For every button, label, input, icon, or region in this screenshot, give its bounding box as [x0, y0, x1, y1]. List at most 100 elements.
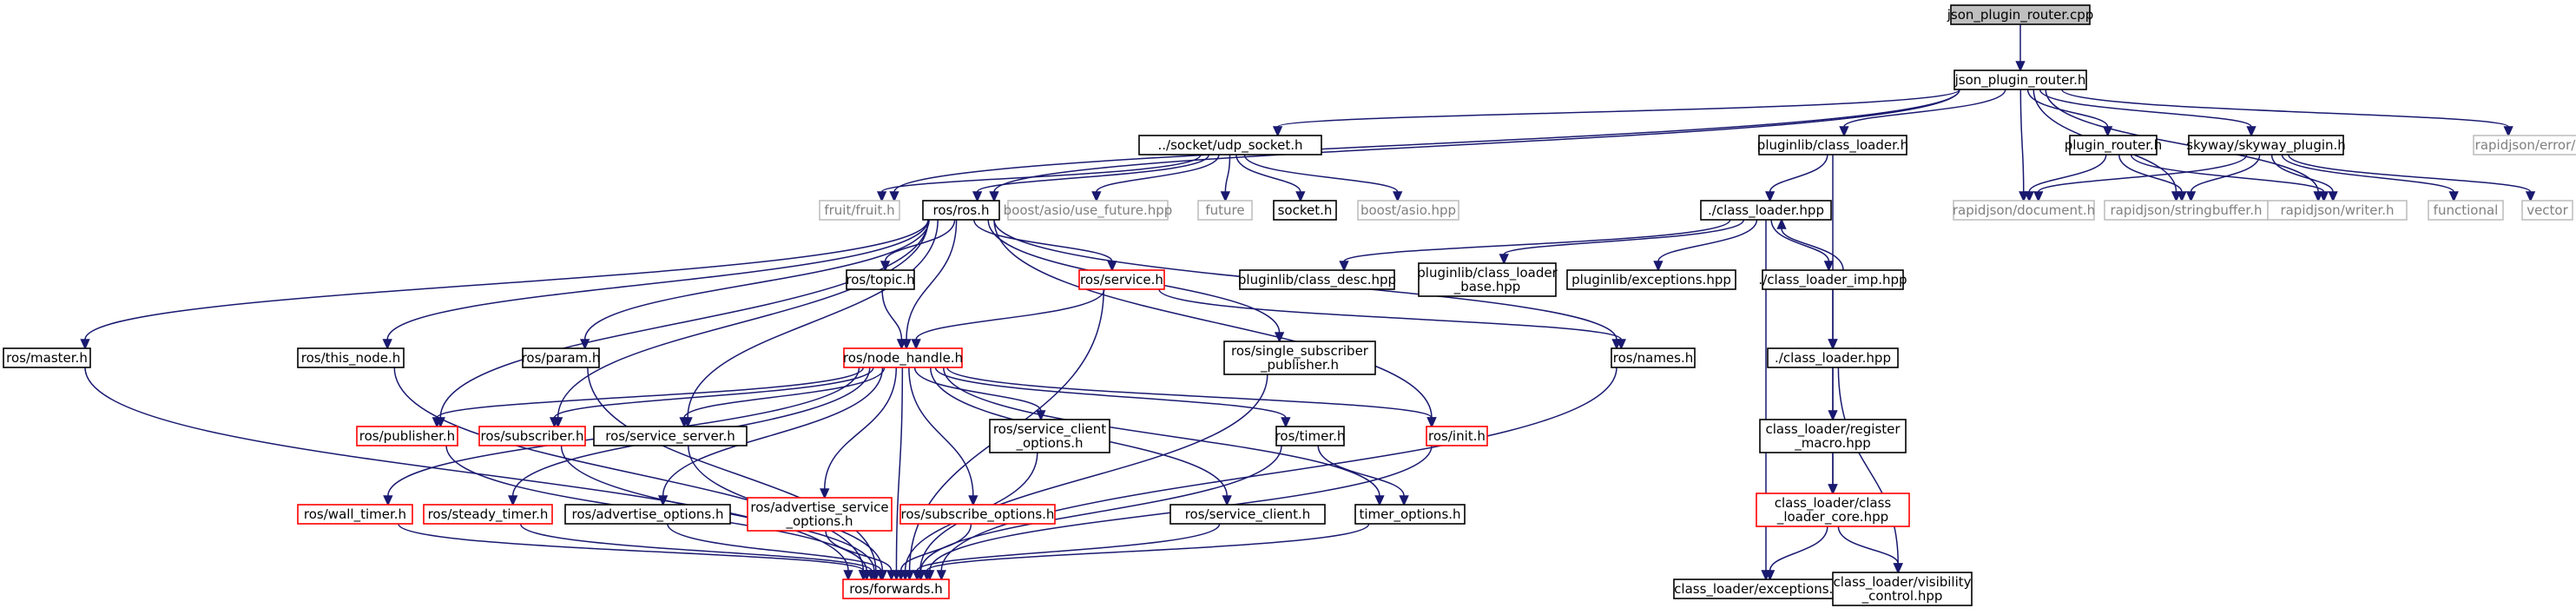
- arrow-head-icon: [2525, 191, 2536, 202]
- node-timer-opts[interactable]: timer_options.h: [1354, 504, 1466, 525]
- node-label: pluginlib/class_desc.hpp: [1238, 272, 1396, 288]
- node-cl-core[interactable]: class_loader/class_loader_core.hpp: [1756, 493, 1910, 527]
- node-service-server[interactable]: ros/service_server.h: [593, 426, 748, 446]
- node-box: [1354, 504, 1466, 525]
- arrow-head-icon: [549, 417, 560, 428]
- edge-service_client-to-forwards: [912, 523, 1221, 581]
- node-label: ros/service_client: [993, 421, 1106, 438]
- node-box: [747, 497, 893, 532]
- node-service-client[interactable]: ros/service_client.h: [1169, 504, 1326, 525]
- node-rj-error: rapidjson/error/en.h: [2473, 135, 2576, 155]
- node-label: ros/master.h: [6, 350, 88, 366]
- edge-jpr_h-to-ros_h: [989, 89, 1960, 202]
- edge-line: [940, 367, 1617, 572]
- edge-line: [2118, 154, 2183, 193]
- node-pl-cl[interactable]: pluginlib/class_loader.h: [1757, 135, 1908, 155]
- edge-line: [934, 367, 1287, 419]
- node-label: json_plugin_router.cpp: [1947, 7, 2094, 23]
- edge-line: [915, 288, 1105, 341]
- node-timer[interactable]: ros/timer.h: [1275, 426, 1346, 446]
- node-cl-reg[interactable]: class_loader/register_macro.hpp: [1759, 419, 1907, 453]
- node-topic[interactable]: ros/topic.h: [846, 269, 915, 290]
- node-box: [1756, 493, 1910, 527]
- node-sub-opts[interactable]: ros/subscribe_options.h: [899, 504, 1056, 525]
- arrow-head-icon: [1222, 495, 1232, 506]
- node-this-node[interactable]: ros/this_node.h: [297, 347, 405, 368]
- arrow-head-icon: [989, 191, 999, 202]
- arrow-head-icon: [1107, 261, 1117, 272]
- edge-line: [519, 523, 873, 572]
- node-label: ./class_loader.hpp: [1708, 202, 1824, 219]
- node-cl-imp[interactable]: ./class_loader_imp.hpp: [1758, 269, 1907, 290]
- edge-jpr_h-to-skyway: [2039, 89, 2256, 137]
- arrow-head-icon: [972, 191, 983, 202]
- node-wall-timer[interactable]: ros/wall_timer.h: [297, 504, 413, 525]
- node-adv-srv-opts[interactable]: ros/advertise_service_options.h: [747, 497, 893, 532]
- edge-line: [1096, 154, 1220, 193]
- node-box: [564, 504, 731, 525]
- dependency-edges: [80, 24, 2536, 581]
- node-pl-base[interactable]: pluginlib/class_loader_base.hpp: [1417, 262, 1558, 297]
- node-cl-vis[interactable]: class_loader/visibility_control.hpp: [1832, 572, 1973, 606]
- node-jpr-h[interactable]: json_plugin_router.h: [1953, 69, 2087, 90]
- node-skyway[interactable]: skyway/skyway_plugin.h: [2186, 135, 2346, 155]
- arrow-head-icon: [921, 570, 932, 581]
- edge-line: [667, 523, 882, 572]
- node-init[interactable]: ros/init.h: [1426, 426, 1488, 446]
- node-fruit: fruit/fruit.h: [819, 200, 900, 221]
- node-box: [1767, 347, 1899, 368]
- arrow-head-icon: [432, 417, 442, 428]
- arrow-head-icon: [2448, 191, 2459, 202]
- node-udp[interactable]: ../socket/udp_socket.h: [1138, 135, 1322, 155]
- node-socket[interactable]: socket.h: [1273, 200, 1337, 221]
- arrow-head-icon: [1828, 339, 1838, 350]
- arrow-head-icon: [383, 495, 393, 506]
- edge-line: [2028, 154, 2107, 193]
- node-box: [1953, 69, 2087, 90]
- node-sc-options[interactable]: ros/service_client_options.h: [989, 419, 1110, 453]
- node-label: rapidjson/error/en.h: [2475, 137, 2576, 153]
- edge-line: [2190, 154, 2261, 193]
- edge-line: [976, 154, 1209, 193]
- node-adv-opts[interactable]: ros/advertise_options.h: [564, 504, 731, 525]
- edge-ros_h-to-init: [993, 219, 1437, 428]
- edge-plugin_router-to-rj_doc: [2024, 154, 2107, 202]
- node-subscriber[interactable]: ros/subscriber.h: [478, 426, 586, 446]
- node-names[interactable]: ros/names.h: [1611, 347, 1696, 368]
- node-node-handle[interactable]: ros/node_handle.h: [843, 347, 963, 368]
- node-pl-desc[interactable]: pluginlib/class_desc.hpp: [1238, 269, 1396, 290]
- edge-line: [683, 367, 886, 419]
- node-plugin-router[interactable]: plugin_router.h: [2065, 135, 2163, 155]
- node-ros-h[interactable]: ros/ros.h: [922, 200, 1000, 221]
- node-label: class_loader/visibility: [1833, 574, 1971, 591]
- edge-line: [553, 367, 874, 419]
- node-service[interactable]: ros/service.h: [1078, 269, 1165, 290]
- edge-line: [1158, 288, 1623, 341]
- edge-skyway-to-functional: [2281, 154, 2459, 202]
- edge-skyway-to-rj_writer: [2270, 154, 2338, 202]
- node-box: [1832, 572, 1973, 606]
- edge-line: [1235, 154, 1301, 193]
- node-rj-doc: rapidjson/document.h: [1953, 200, 2095, 221]
- node-steady-timer[interactable]: ros/steady_timer.h: [423, 504, 553, 525]
- edge-cl_hpp-to-pl_exc: [1653, 219, 1758, 272]
- arrow-head-icon: [2015, 61, 2026, 72]
- arrow-head-icon: [2318, 191, 2329, 202]
- node-publisher[interactable]: ros/publisher.h: [356, 426, 458, 446]
- node-forwards[interactable]: ros/forwards.h: [842, 579, 950, 599]
- arrow-head-icon: [876, 191, 887, 202]
- node-label: ros/forwards.h: [849, 581, 942, 597]
- node-param[interactable]: ros/param.h: [522, 347, 601, 368]
- edge-line: [2039, 89, 2252, 128]
- edge-line: [1317, 445, 1405, 497]
- node-cl-exc[interactable]: class_loader/exceptions.hpp: [1673, 579, 1859, 599]
- node-root[interactable]: json_plugin_router.cpp: [1947, 4, 2094, 25]
- edge-line: [2061, 89, 2509, 128]
- node-pl-exc[interactable]: pluginlib/exceptions.hpp: [1566, 269, 1736, 290]
- node-single-sub[interactable]: ros/single_subscriber_publisher.h: [1223, 341, 1376, 375]
- arrow-head-icon: [1653, 261, 1664, 272]
- node-cl-hpp[interactable]: ./class_loader.hpp: [1700, 200, 1832, 221]
- node-master[interactable]: ros/master.h: [3, 347, 91, 368]
- edge-line: [2045, 89, 2319, 193]
- node-cl-hpp2[interactable]: ./class_loader.hpp: [1767, 347, 1899, 368]
